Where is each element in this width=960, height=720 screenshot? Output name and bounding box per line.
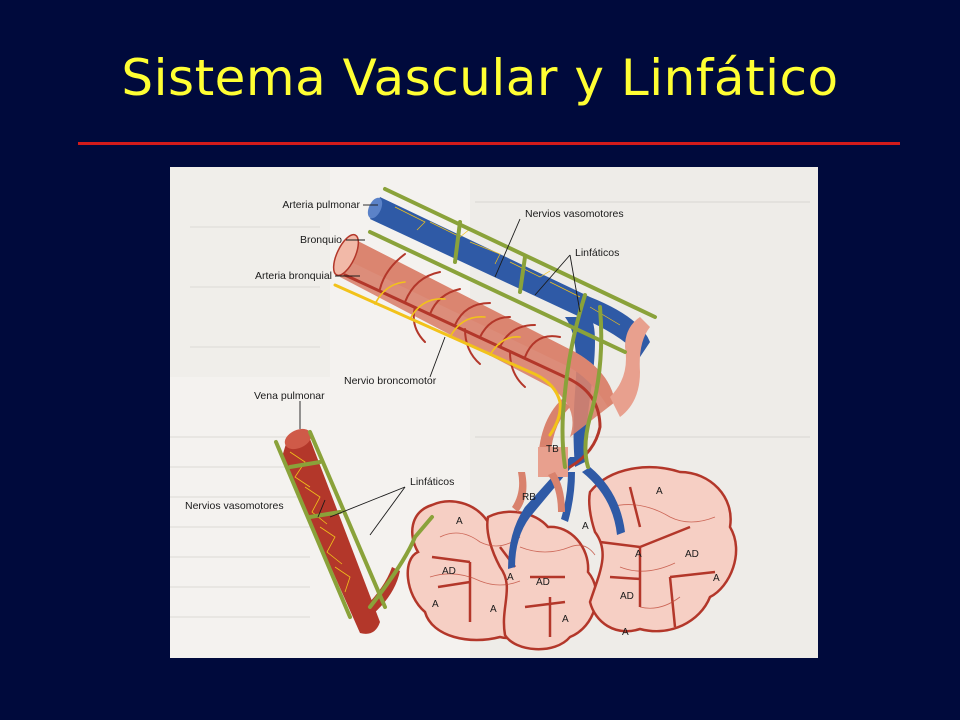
label-a-5: A — [562, 614, 569, 625]
label-a-8: A — [635, 549, 642, 560]
label-a-1: A — [456, 516, 463, 527]
label-vena-pulmonar: Vena pulmonar — [254, 390, 325, 402]
label-a-6: A — [582, 521, 589, 532]
label-ad-2: AD — [536, 577, 550, 588]
label-ad-4: AD — [620, 591, 634, 602]
label-ad-3: AD — [685, 549, 699, 560]
label-a-4: A — [490, 604, 497, 615]
label-ad-1: AD — [442, 566, 456, 577]
alveolar-capillaries — [429, 504, 716, 609]
label-linfaticos-top: Linfáticos — [575, 247, 619, 259]
lymphatics-upper — [368, 187, 657, 469]
label-tb: TB — [546, 444, 559, 455]
label-a-3: A — [507, 572, 514, 583]
label-a-10: A — [622, 627, 629, 638]
slide-title: Sistema Vascular y Linfático — [121, 49, 839, 107]
label-nervio-broncomotor: Nervio broncomotor — [344, 375, 437, 387]
label-bronquio: Bronquio — [300, 234, 342, 246]
label-arteria-pulmonar: Arteria pulmonar — [282, 199, 360, 211]
label-a-9: A — [713, 573, 720, 584]
alveolar-sac-right — [587, 466, 738, 633]
title-divider — [78, 142, 900, 145]
leader-lines — [299, 204, 581, 536]
label-a-2: A — [432, 599, 439, 610]
label-rb: RB — [522, 492, 536, 503]
label-nervios-vasomotores-top: Nervios vasomotores — [525, 208, 624, 220]
label-a-7: A — [656, 486, 663, 497]
label-arteria-bronquial: Arteria bronquial — [255, 270, 332, 282]
lung-vascular-diagram: Arteria pulmonar Bronquio Arteria bronqu… — [170, 167, 818, 658]
label-nervios-vasomotores-bottom: Nervios vasomotores — [185, 500, 284, 512]
label-linfaticos-bottom: Linfáticos — [410, 476, 454, 488]
bronchomotor-nerve — [333, 281, 562, 437]
lymphatics-lower — [274, 430, 434, 619]
